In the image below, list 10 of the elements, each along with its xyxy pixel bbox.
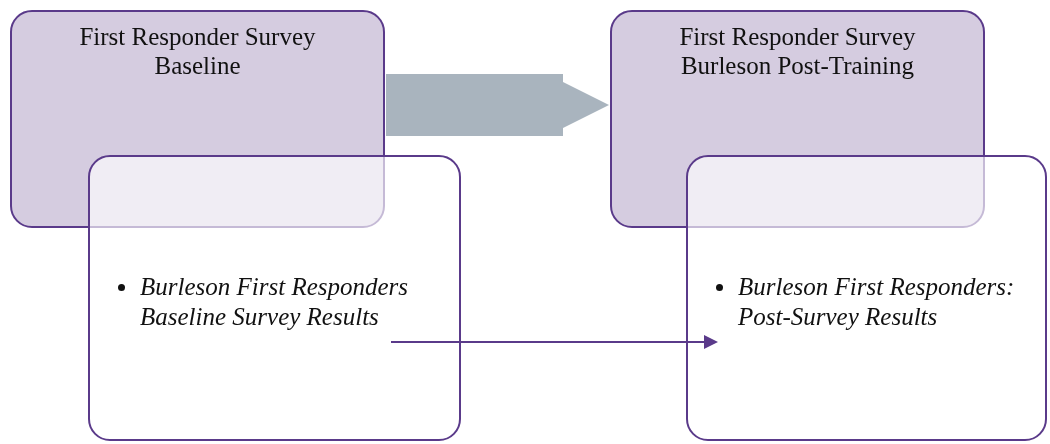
block-arrow — [386, 74, 609, 136]
content-box — [88, 155, 461, 441]
header-box — [610, 10, 985, 228]
content-box — [686, 155, 1047, 441]
bullet-text: Burleson First Responders: Post-Survey Results — [738, 272, 1016, 332]
box-heading: First Responder Survey Burleson Post-Training — [678, 22, 917, 80]
arrow — [390, 335, 718, 349]
header-box — [10, 10, 385, 228]
box-heading: First Responder Survey Baseline — [78, 22, 317, 80]
bullet-text: Burleson First Responders Baseline Survey Results — [140, 272, 410, 332]
